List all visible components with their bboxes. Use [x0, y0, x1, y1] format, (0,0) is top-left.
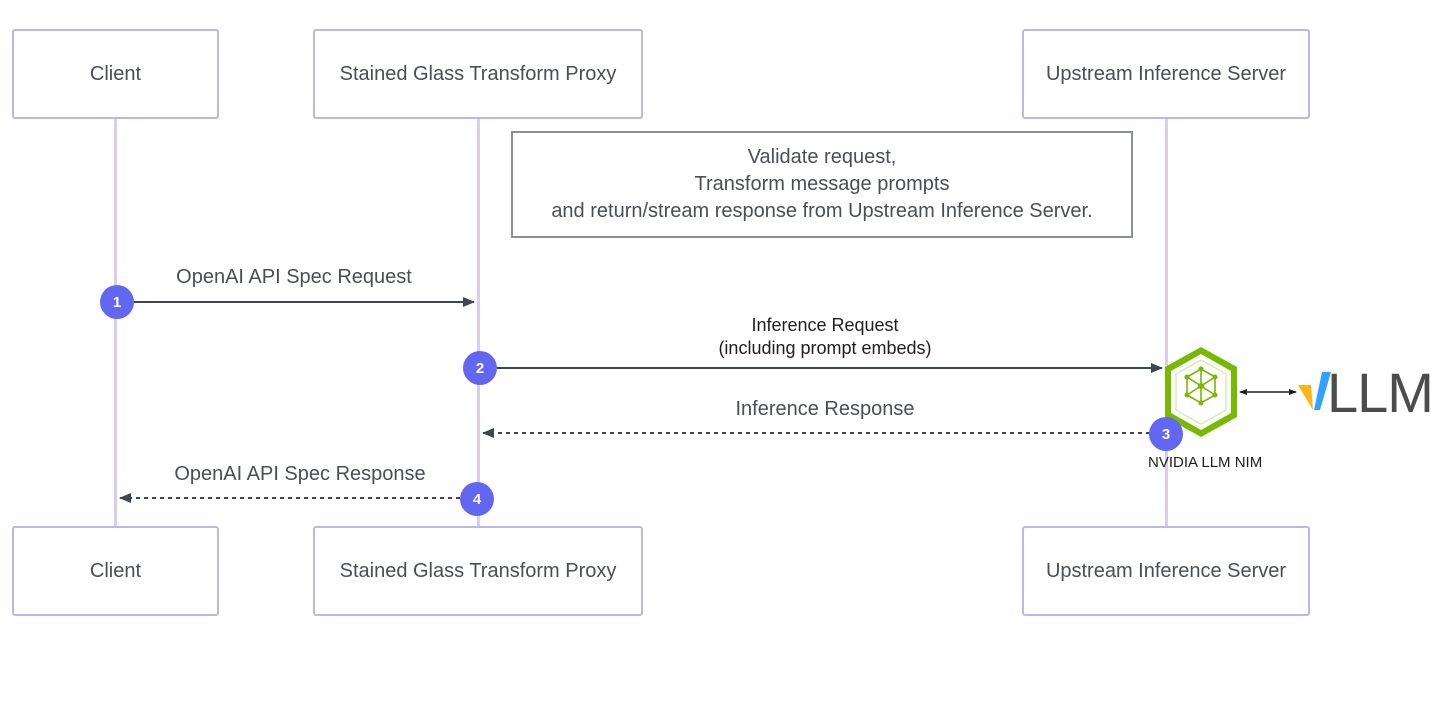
label-1-request: OpenAI API Spec Request — [176, 266, 412, 288]
proxy-lifeline — [477, 117, 480, 527]
label-2-line-1: Inference Request — [751, 315, 899, 335]
proxy-actor-bottom: Stained Glass Transform Proxy — [313, 526, 643, 616]
nvidia-llm-nim-caption: NVIDIA LLM NIM — [1148, 454, 1263, 471]
client-actor-bottom: Client — [12, 526, 219, 616]
step-badge-4: 4 — [460, 482, 494, 516]
proxy-actor-top: Stained Glass Transform Proxy — [313, 29, 643, 119]
note-line-1: Validate request, — [747, 146, 897, 168]
upstream-actor-top: Upstream Inference Server — [1022, 29, 1310, 119]
proxy-note: Validate request, Transform message prom… — [511, 131, 1133, 238]
note-line-3: and return/stream response from Upstream… — [551, 200, 1093, 222]
label-2-line-2: (including prompt embeds) — [718, 338, 932, 358]
step-badge-3: 3 — [1149, 417, 1183, 451]
step-badge-2: 2 — [463, 351, 497, 385]
note-line-2: Transform message prompts — [694, 173, 950, 195]
upstream-lifeline — [1165, 117, 1168, 527]
client-actor-top: Client — [12, 29, 219, 119]
upstream-actor-bottom: Upstream Inference Server — [1022, 526, 1310, 616]
label-4-response: OpenAI API Spec Response — [174, 463, 426, 485]
step-badge-1: 1 — [100, 285, 134, 319]
client-lifeline — [114, 117, 117, 527]
label-3-response: Inference Response — [735, 398, 915, 420]
vllm-logo-text: LLM — [1327, 361, 1431, 424]
